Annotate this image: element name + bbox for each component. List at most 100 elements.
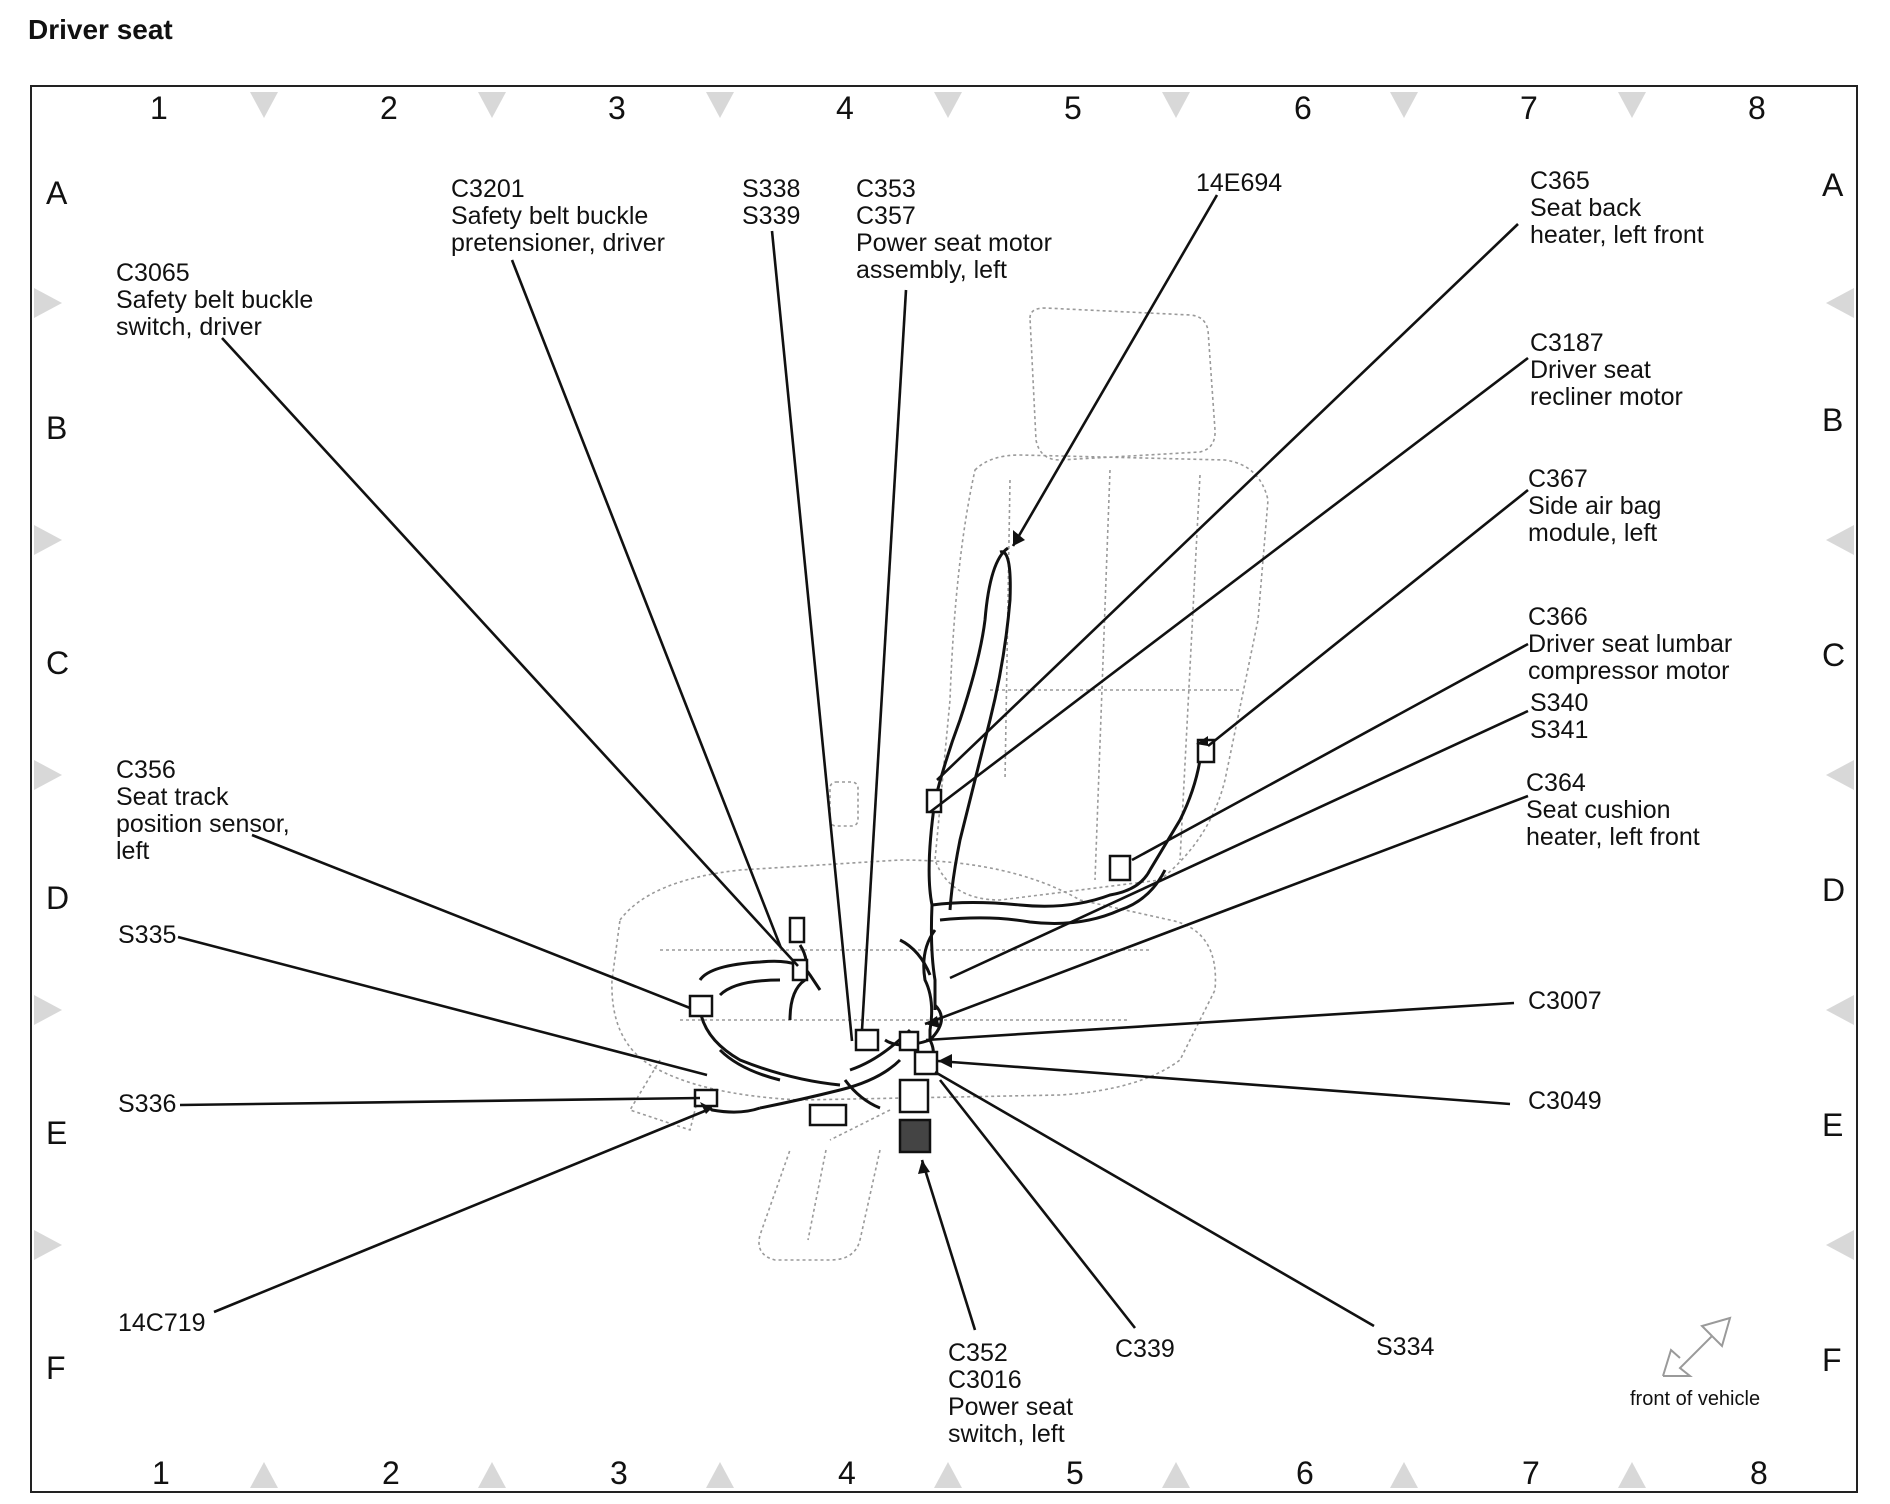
grid-row-label-left-E: E xyxy=(46,1115,68,1151)
callout-line: C3065 xyxy=(116,259,190,287)
callout-14e694: 14E694 xyxy=(1196,170,1282,197)
grid-column-label-top-4: 4 xyxy=(836,90,854,126)
callout-line: C365 xyxy=(1530,167,1590,195)
grid-column-label-top-5: 5 xyxy=(1064,90,1082,126)
callout-c339: C339 xyxy=(1115,1336,1175,1363)
grid-column-label-bottom-7: 7 xyxy=(1522,1455,1540,1491)
grid-column-label-top-7: 7 xyxy=(1520,90,1538,126)
callout-line: Driver seat xyxy=(1530,356,1651,384)
callout-line: 14C719 xyxy=(118,1309,206,1337)
grid-row-label-left-D: D xyxy=(46,880,70,916)
callout-14c719: 14C719 xyxy=(118,1310,206,1337)
callout-line: Power seat motor xyxy=(856,229,1052,257)
callout-line: Seat cushion xyxy=(1526,796,1671,824)
grid-row-label-right-D: D xyxy=(1822,872,1846,908)
grid-column-label-top-1: 1 xyxy=(150,90,168,126)
grid-column-label-top-3: 3 xyxy=(608,90,626,126)
connector-c352 xyxy=(898,1078,930,1114)
callout-line: Power seat xyxy=(948,1393,1074,1421)
connector-c353 xyxy=(854,1028,880,1052)
grid-edge-markers xyxy=(34,92,1854,1488)
grid-row-label-right-F: F xyxy=(1822,1342,1842,1378)
callout-line: C3187 xyxy=(1530,329,1604,357)
callout-line: Side air bag xyxy=(1528,492,1662,520)
grid-row-label-left-F: F xyxy=(46,1350,66,1386)
callout-s335: S335 xyxy=(118,922,176,949)
callout-line: S334 xyxy=(1376,1333,1435,1361)
callout-line: C367 xyxy=(1528,465,1588,493)
callout-line: S335 xyxy=(118,921,177,949)
seat-outline xyxy=(611,307,1269,1261)
grid-row-label-right-B: B xyxy=(1822,402,1844,438)
leader-lines xyxy=(177,194,1529,1331)
grid-column-label-bottom-3: 3 xyxy=(610,1455,628,1491)
callout-line: recliner motor xyxy=(1530,383,1683,411)
callout-line: S340 xyxy=(1530,689,1589,717)
callout-line: Seat track xyxy=(116,783,229,811)
callout-line: heater, left front xyxy=(1530,221,1704,249)
connector-14c719 xyxy=(808,1103,848,1127)
connectors xyxy=(688,738,1216,1154)
front-of-vehicle-label: front of vehicle xyxy=(1630,1388,1761,1410)
callout-c3049: C3049 xyxy=(1528,1088,1602,1115)
connector-c3016 xyxy=(898,1118,932,1154)
callout-line: Safety belt buckle xyxy=(451,202,649,230)
page-title: Driver seat xyxy=(28,14,173,45)
callout-line: S338 xyxy=(742,175,801,203)
grid-column-label-top-6: 6 xyxy=(1294,90,1312,126)
grid-row-label-right-A: A xyxy=(1822,167,1844,203)
callout-line: C357 xyxy=(856,202,916,230)
callout-line: C366 xyxy=(1528,603,1588,631)
callout-line: C339 xyxy=(1115,1335,1175,1363)
grid-row-label-left-B: B xyxy=(46,410,68,446)
callout-c3007: C3007 xyxy=(1528,988,1602,1015)
grid-row-label-left-C: C xyxy=(46,645,70,681)
grid-column-label-top-2: 2 xyxy=(380,90,398,126)
callout-line: S336 xyxy=(118,1090,177,1118)
connector-c356 xyxy=(688,994,714,1018)
connector-c366 xyxy=(1108,854,1132,882)
grid-column-label-bottom-8: 8 xyxy=(1750,1455,1768,1491)
callout-s334: S334 xyxy=(1376,1334,1434,1361)
grid-row-label-left-A: A xyxy=(46,175,68,211)
grid-row-label-right-E: E xyxy=(1822,1107,1844,1143)
callout-line: Driver seat lumbar xyxy=(1528,630,1733,658)
callout-line: C364 xyxy=(1526,769,1586,797)
callout-line: C3049 xyxy=(1528,1087,1602,1115)
callout-line: pretensioner, driver xyxy=(451,229,666,257)
grid-column-label-bottom-6: 6 xyxy=(1296,1455,1314,1491)
callout-line: module, left xyxy=(1528,519,1658,547)
callout-line: Safety belt buckle xyxy=(116,286,314,314)
callout-line: S341 xyxy=(1530,716,1589,744)
callout-line: S339 xyxy=(742,202,801,230)
callout-line: compressor motor xyxy=(1528,657,1730,685)
callout-s336: S336 xyxy=(118,1091,176,1118)
front-of-vehicle-arrow xyxy=(1662,1316,1732,1377)
callout-line: C352 xyxy=(948,1339,1008,1367)
callout-line: 14E694 xyxy=(1196,169,1283,197)
grid-row-label-right-C: C xyxy=(1822,637,1846,673)
connector-c3201 xyxy=(788,916,806,944)
callout-line: C353 xyxy=(856,175,916,203)
callout-line: position sensor, xyxy=(116,810,290,838)
callout-line: assembly, left xyxy=(856,256,1007,284)
callout-line: Seat back xyxy=(1530,194,1642,222)
callout-line: heater, left front xyxy=(1526,823,1700,851)
connector-c3007 xyxy=(913,1050,939,1076)
grid-column-label-top-8: 8 xyxy=(1748,90,1766,126)
grid-column-label-bottom-2: 2 xyxy=(382,1455,400,1491)
grid-column-label-bottom-5: 5 xyxy=(1066,1455,1084,1491)
diagram-frame xyxy=(30,85,1858,1493)
leader-arrowheads xyxy=(700,530,1208,1174)
